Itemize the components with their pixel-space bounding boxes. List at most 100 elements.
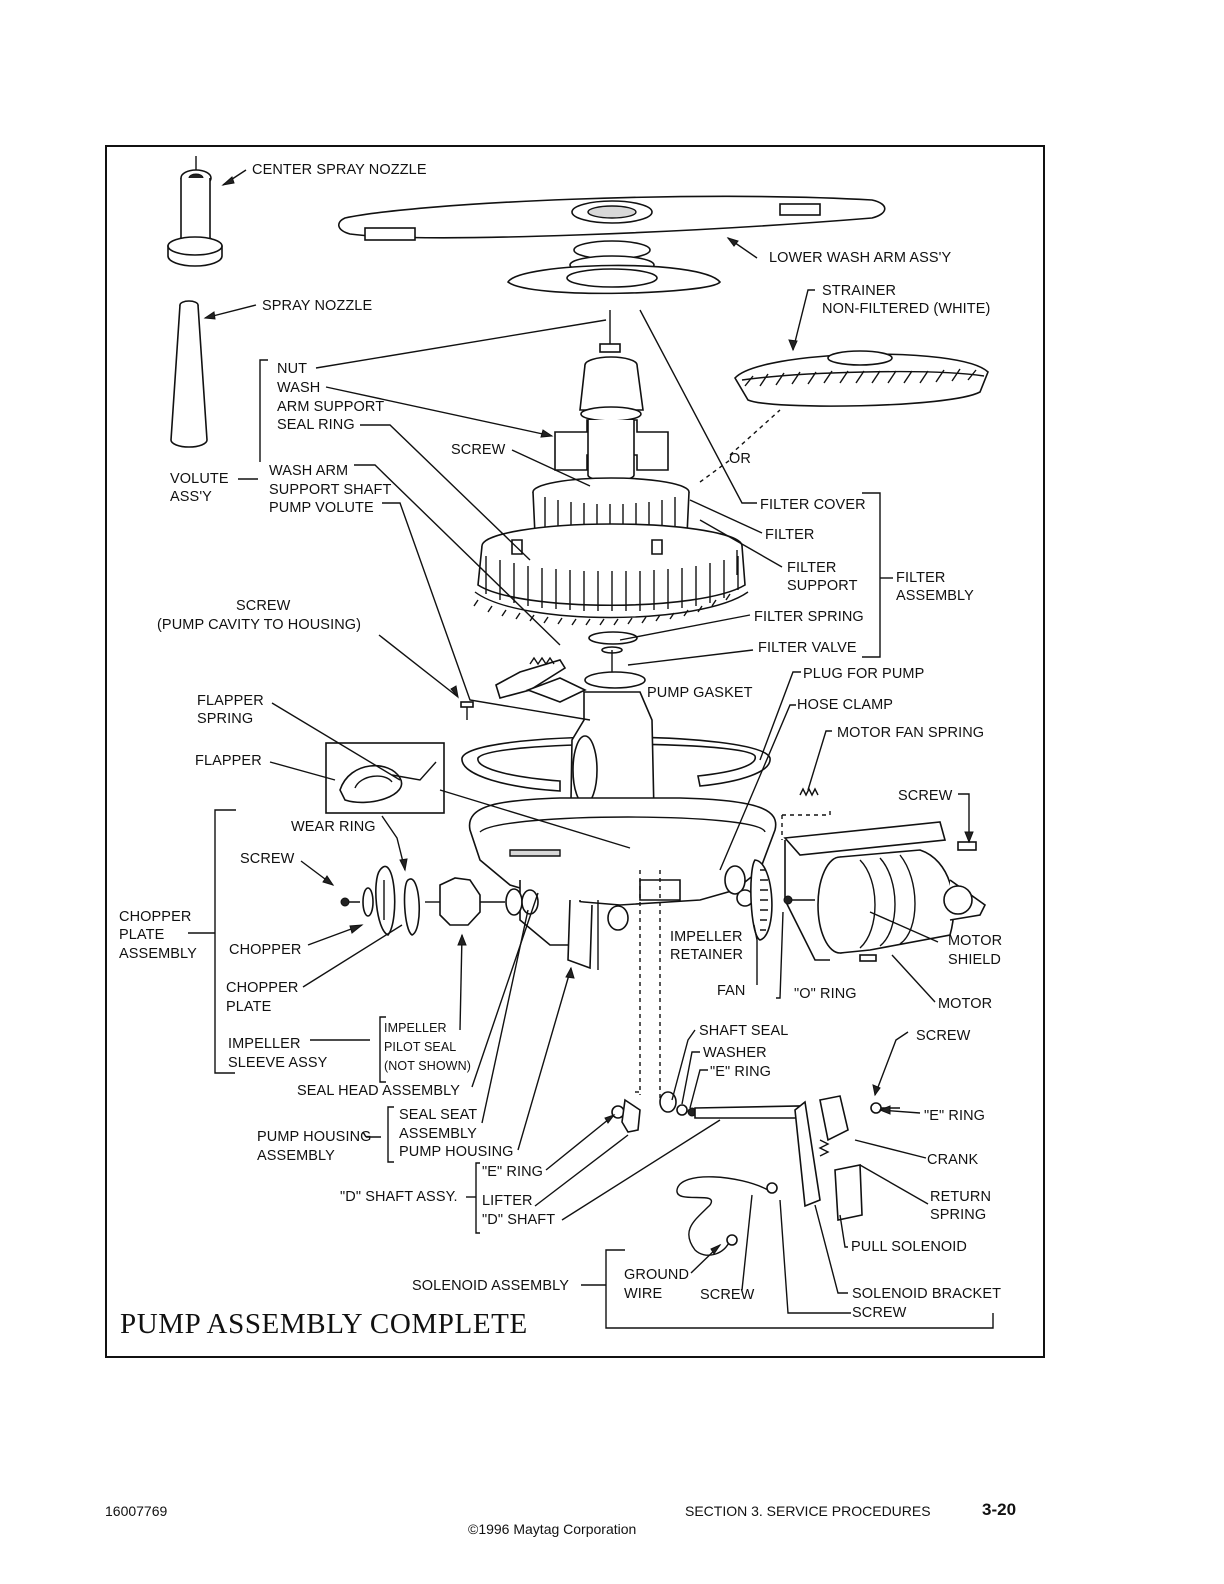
label-fan: FAN <box>717 983 746 999</box>
label-ground-wire-2: WIRE <box>624 1286 663 1302</box>
label-screw-motor: SCREW <box>898 788 953 804</box>
label-pull-solenoid: PULL SOLENOID <box>851 1239 967 1255</box>
label-seal-seat-2: ASSEMBLY <box>399 1126 477 1142</box>
diagram-frame <box>105 145 1045 1358</box>
strainer-non-filtered-part <box>734 350 989 407</box>
label-plug-for-pump: PLUG FOR PUMP <box>803 666 925 682</box>
copyright: ©1996 Maytag Corporation <box>468 1521 637 1537</box>
shaft-linkage-part <box>611 870 900 1221</box>
label-pump-housing-assembly: PUMP HOUSING <box>257 1129 372 1145</box>
label-chopper: CHOPPER <box>229 942 302 958</box>
label-return-spring-2: SPRING <box>930 1207 987 1223</box>
label-filter-assembly: FILTER <box>896 570 946 586</box>
label-impeller-pilot-seal-2: PILOT SEAL <box>384 1040 457 1054</box>
label-shaft-seal: SHAFT SEAL <box>699 1023 789 1039</box>
pump-housing-part <box>468 691 777 970</box>
label-wash: WASH <box>277 380 321 396</box>
label-chopper-plate-assembly-3: ASSEMBLY <box>119 946 197 962</box>
label-impeller-sleeve: IMPELLER <box>228 1036 301 1052</box>
label-strainer-type: NON-FILTERED (WHITE) <box>822 301 991 317</box>
label-ground-wire: GROUND <box>624 1267 690 1283</box>
label-filter-support-2: SUPPORT <box>787 578 858 594</box>
label-screw-cavity-2: (PUMP CAVITY TO HOUSING) <box>157 617 362 633</box>
pump-volute-part <box>473 523 749 626</box>
label-seal-head-assembly: SEAL HEAD ASSEMBLY <box>297 1083 460 1099</box>
label-motor-shield: MOTOR <box>948 933 1003 949</box>
label-chopper-plate-assembly-2: PLATE <box>119 927 165 943</box>
flapper-inset-part <box>325 742 445 814</box>
label-pump-volute: PUMP VOLUTE <box>269 500 374 516</box>
label-e-ring-d: "E" RING <box>482 1164 544 1180</box>
label-crank: CRANK <box>927 1152 979 1168</box>
fan-part <box>724 859 773 941</box>
label-pump-housing: PUMP HOUSING <box>399 1144 514 1160</box>
label-solenoid-bracket: SOLENOID BRACKET <box>852 1286 1002 1302</box>
label-pump-housing-assembly-2: ASSEMBLY <box>257 1148 335 1164</box>
label-return-spring: RETURN <box>930 1189 992 1205</box>
label-filter-support: FILTER <box>787 560 837 576</box>
wash-arm-support-part <box>554 310 669 482</box>
label-chopper-plate: CHOPPER <box>226 980 299 996</box>
label-o-ring: "O" RING <box>794 986 857 1002</box>
motor-part <box>781 787 987 962</box>
center-spray-nozzle-part <box>167 156 223 267</box>
filter-spring-valve-part <box>584 631 646 689</box>
label-screw-lower: SCREW <box>916 1028 971 1044</box>
label-e-ring-top: "E" RING <box>710 1064 772 1080</box>
label-screw-solenoid: SCREW <box>700 1287 755 1303</box>
leader-lines <box>204 169 970 1314</box>
label-filter: FILTER <box>765 527 815 543</box>
label-flapper: FLAPPER <box>195 753 262 769</box>
label-or: OR <box>729 451 751 467</box>
label-washer: WASHER <box>703 1045 767 1061</box>
label-lifter: LIFTER <box>482 1193 533 1209</box>
label-e-ring-right: "E" RING <box>924 1108 986 1124</box>
label-strainer: STRAINER <box>822 283 897 299</box>
label-nut: NUT <box>277 361 308 377</box>
label-flapper-spring: FLAPPER <box>197 693 264 709</box>
label-spray-nozzle: SPRAY NOZZLE <box>262 298 373 314</box>
ground-wire-part <box>676 1176 778 1256</box>
filter-cover-disc-part <box>506 264 722 295</box>
label-screw-cavity: SCREW <box>236 598 291 614</box>
label-impeller-retainer: IMPELLER <box>670 929 743 945</box>
label-d-shaft-assy: "D" SHAFT ASSY. <box>340 1189 458 1205</box>
doc-number: 16007769 <box>105 1503 168 1519</box>
label-screw-bracket: SCREW <box>852 1305 907 1321</box>
label-center-spray-nozzle: CENTER SPRAY NOZZLE <box>252 162 427 178</box>
label-impeller-retainer-2: RETAINER <box>670 947 744 963</box>
label-pump-gasket: PUMP GASKET <box>647 685 753 701</box>
label-chopper-plate-2: PLATE <box>226 999 272 1015</box>
label-motor-shield-2: SHIELD <box>948 952 1001 968</box>
label-seal-seat: SEAL SEAT <box>399 1107 478 1123</box>
label-motor-fan-spring: MOTOR FAN SPRING <box>837 725 985 741</box>
label-filter-assembly-2: ASSEMBLY <box>896 588 974 604</box>
spray-nozzle-part <box>170 300 208 448</box>
label-volute-assy: ASS'Y <box>170 489 212 505</box>
label-filter-spring: FILTER SPRING <box>754 609 864 625</box>
bracket-lines <box>188 359 994 1329</box>
label-flapper-spring-2: SPRING <box>197 711 254 727</box>
label-solenoid-assembly: SOLENOID ASSEMBLY <box>412 1278 569 1294</box>
label-screw-chopper: SCREW <box>240 851 295 867</box>
label-filter-valve: FILTER VALVE <box>758 640 857 656</box>
label-wear-ring: WEAR RING <box>291 819 376 835</box>
diagram-title: PUMP ASSEMBLY COMPLETE <box>120 1308 528 1340</box>
label-impeller-sleeve-2: SLEEVE ASSY <box>228 1055 328 1071</box>
label-filter-cover: FILTER COVER <box>760 497 866 513</box>
screw-pump-cavity-part <box>460 701 474 720</box>
label-impeller-pilot-seal: IMPELLER <box>384 1021 447 1035</box>
label-chopper-plate-assembly: CHOPPER <box>119 909 192 925</box>
label-seal-ring: SEAL RING <box>277 417 355 433</box>
page-number: 3-20 <box>982 1500 1017 1519</box>
label-motor: MOTOR <box>938 996 993 1012</box>
label-screw-top: SCREW <box>451 442 506 458</box>
label-hose-clamp: HOSE CLAMP <box>797 697 894 713</box>
label-d-shaft: "D" SHAFT <box>482 1212 556 1228</box>
label-wash-arm: WASH ARM <box>269 463 349 479</box>
label-support-shaft: SUPPORT SHAFT <box>269 482 392 498</box>
flapper-spring-part <box>495 656 587 703</box>
label-volute: VOLUTE <box>170 471 229 487</box>
